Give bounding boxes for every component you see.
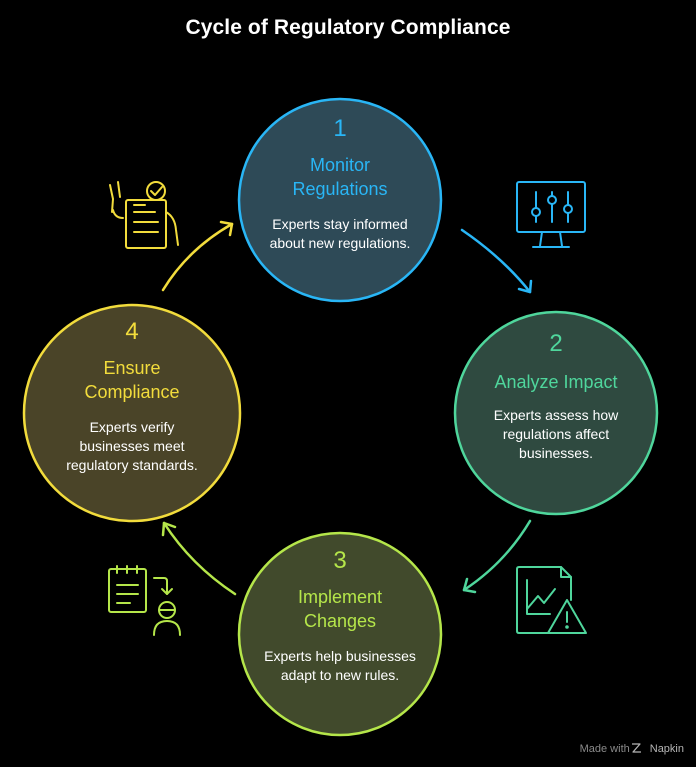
step-description: Experts verify businesses meet regulator… <box>42 418 222 475</box>
step-description-line: Experts help businesses <box>264 648 416 664</box>
step-heading-line: Ensure <box>103 358 161 378</box>
credit-prefix: Made with <box>579 743 630 755</box>
arrow-4-to-1 <box>161 220 234 292</box>
arrow-3-to-4 <box>161 521 237 596</box>
step-number: 3 <box>333 547 347 574</box>
step-description-line: about new regulations. <box>269 235 411 251</box>
step-number: 4 <box>125 318 139 345</box>
step-heading-line: Regulations <box>292 179 388 199</box>
step-3-node: 3 Implement Changes Experts help busines… <box>250 547 430 685</box>
step-4-circle <box>22 303 242 523</box>
step-1-circle <box>237 97 443 303</box>
monitor-sliders-icon <box>516 181 586 248</box>
step-heading: Implement Changes <box>250 585 430 633</box>
step-heading: Monitor Regulations <box>255 153 425 201</box>
step-heading-line: Analyze Impact <box>494 372 618 392</box>
hand-checklist-icon <box>109 181 179 249</box>
step-description-line: adapt to new rules. <box>280 667 400 683</box>
step-heading-line: Monitor <box>309 155 371 175</box>
step-description: Experts assess how regulations affect bu… <box>471 406 641 463</box>
step-description-line: regulations affect <box>502 426 610 442</box>
step-1-node: 1 Monitor Regulations Experts stay infor… <box>255 115 425 253</box>
step-description: Experts stay informed about new regulati… <box>255 215 425 253</box>
step-description-line: businesses meet <box>79 438 185 454</box>
step-heading-line: Implement <box>297 587 383 607</box>
step-description: Experts help businesses adapt to new rul… <box>250 647 430 685</box>
step-2-node: 2 Analyze Impact Experts assess how regu… <box>471 330 641 463</box>
clipboard-person-icon <box>108 565 181 636</box>
step-heading: Ensure Compliance <box>42 356 222 404</box>
step-heading: Analyze Impact <box>471 370 641 394</box>
step-description-line: Experts verify <box>89 419 175 435</box>
step-number: 1 <box>333 115 347 142</box>
made-with-credit: Made with Napkin <box>580 743 684 755</box>
napkin-logo-icon <box>632 743 641 753</box>
page-title: Cycle of Regulatory Compliance <box>185 16 511 39</box>
step-number: 2 <box>549 330 563 357</box>
step-description-line: businesses. <box>519 445 593 461</box>
step-description-line: Experts assess how <box>493 407 619 423</box>
arrow-1-to-2 <box>460 228 533 294</box>
step-description-line: Experts stay informed <box>272 216 408 232</box>
step-heading-line: Changes <box>303 611 377 631</box>
step-3-circle <box>237 531 443 737</box>
chart-warning-icon <box>516 566 587 634</box>
arrow-2-to-3 <box>462 519 532 594</box>
credit-brand: Napkin <box>649 743 684 755</box>
step-4-node: 4 Ensure Compliance Experts verify busin… <box>42 318 222 475</box>
step-description-line: regulatory standards. <box>66 457 198 473</box>
step-2-circle <box>453 310 659 516</box>
step-heading-line: Compliance <box>84 382 180 402</box>
